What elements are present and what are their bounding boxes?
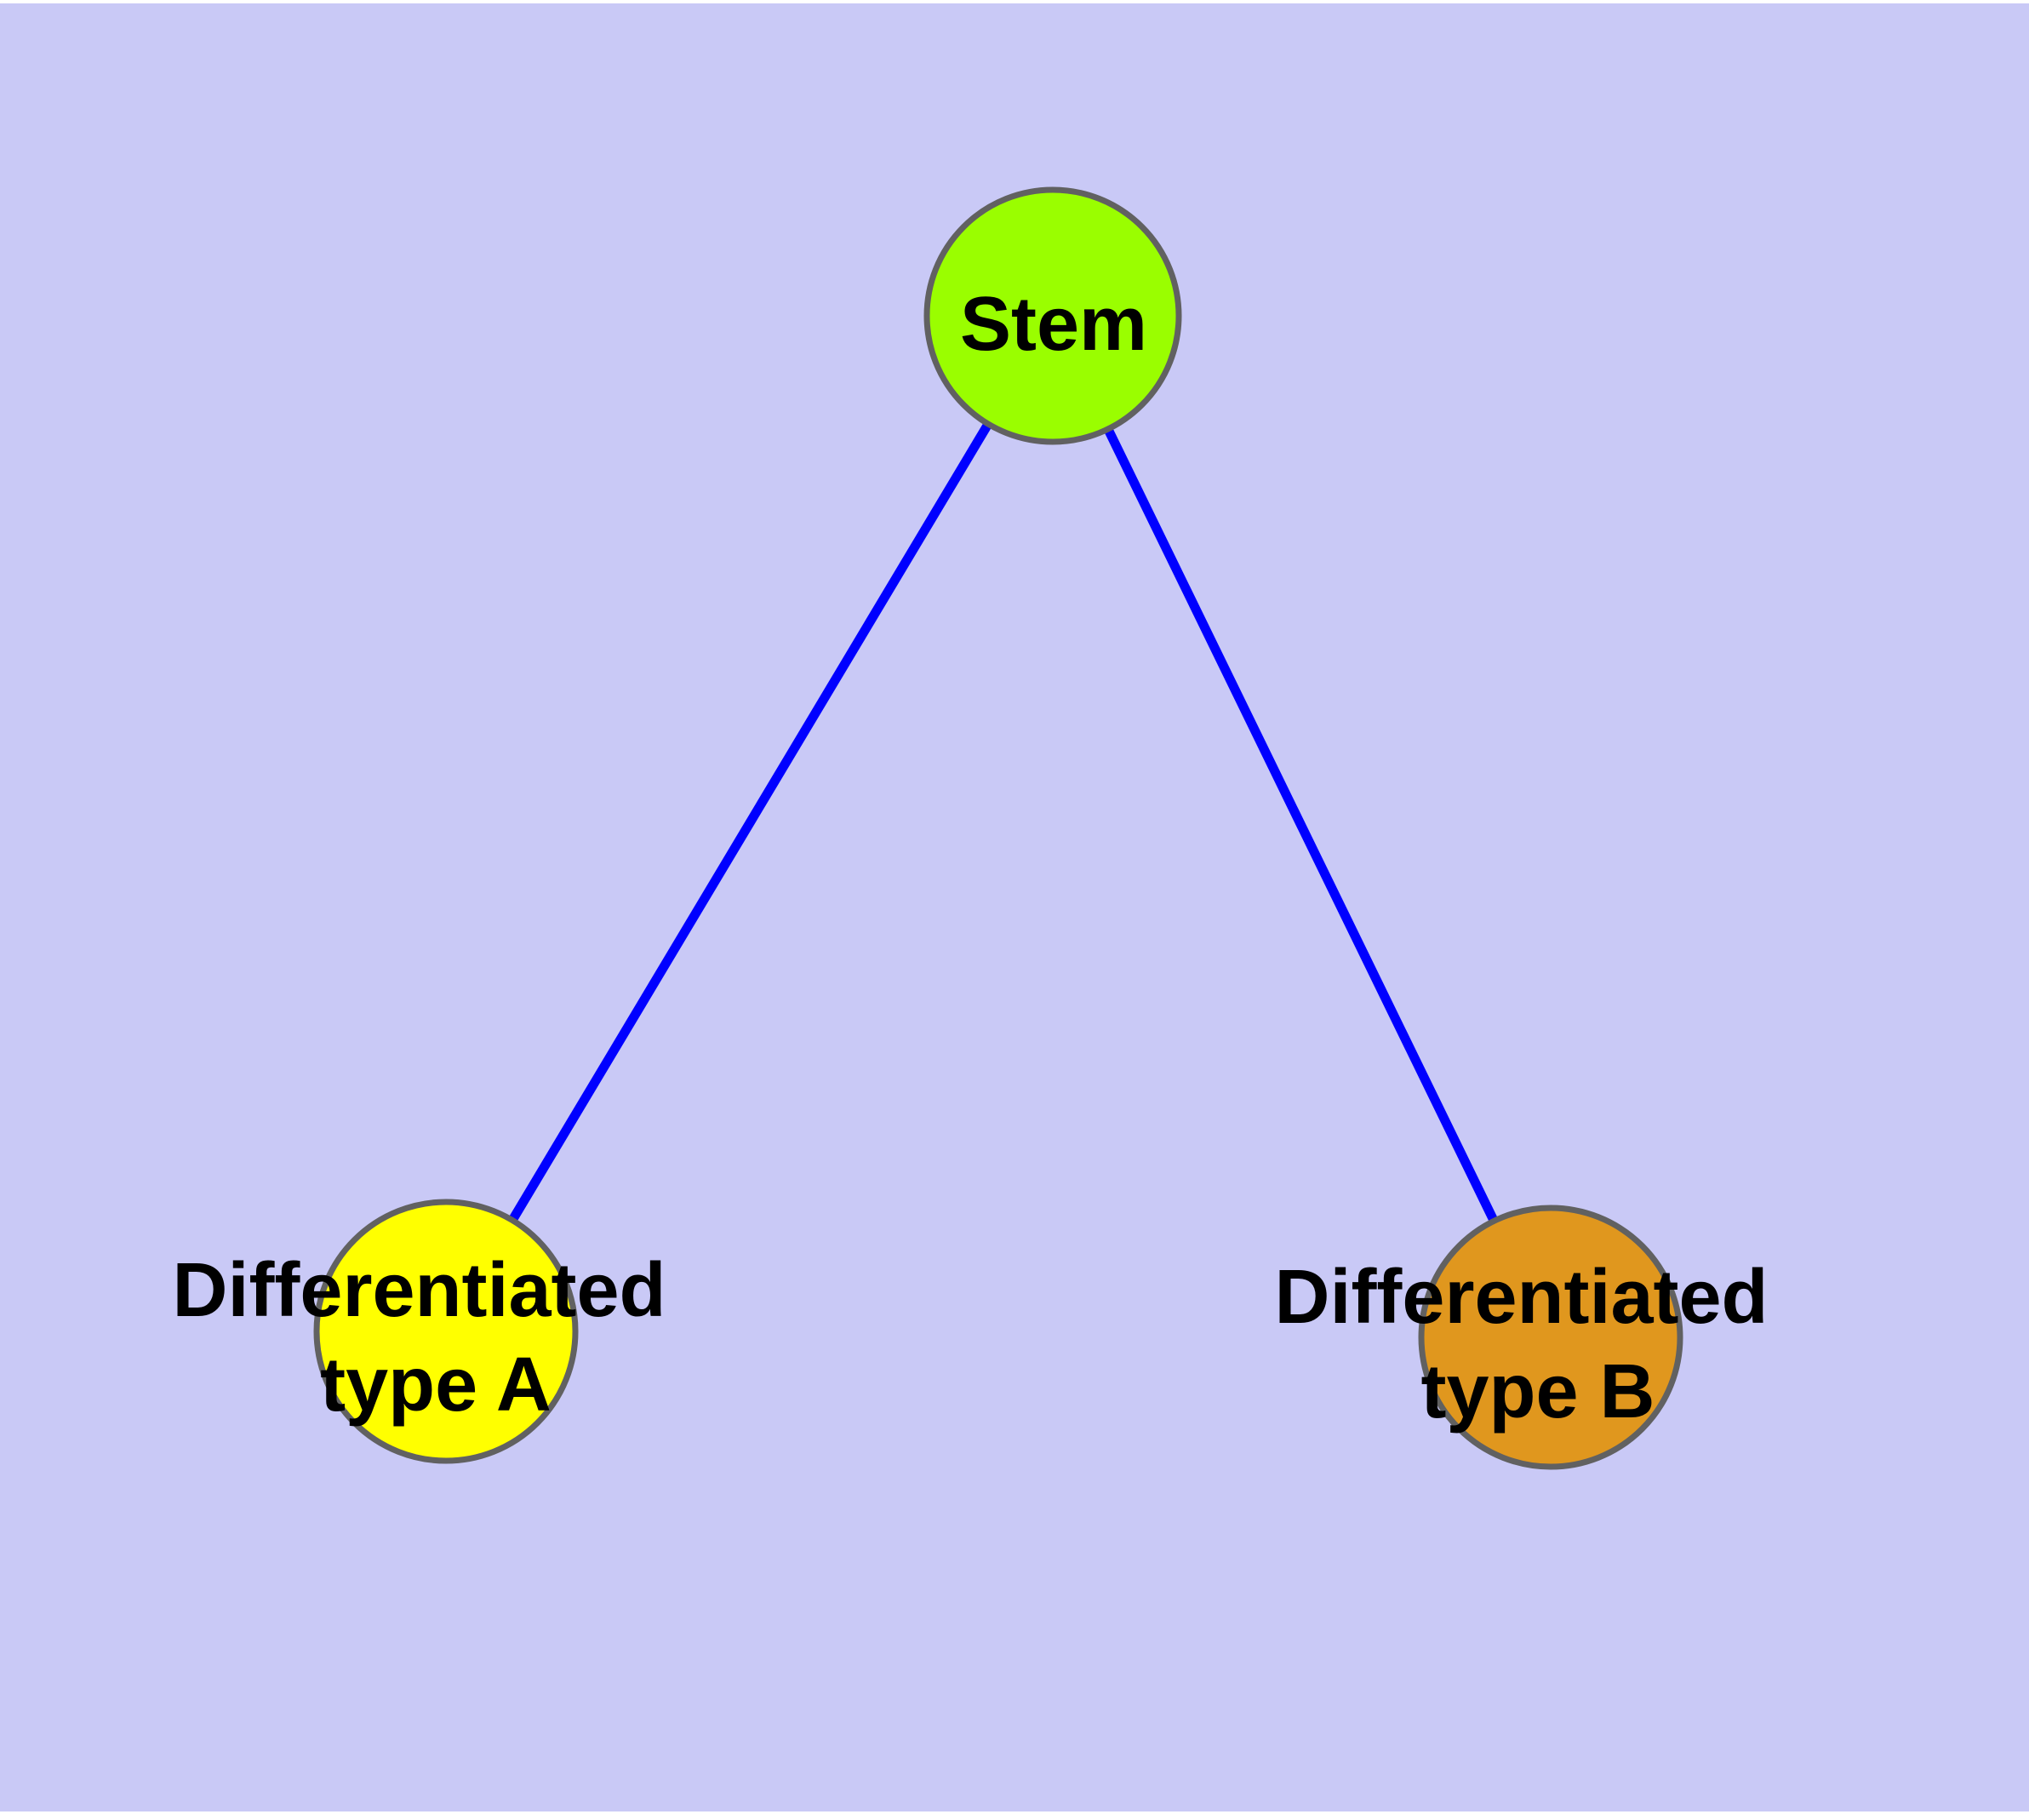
node-type-b-label: Differentiated type B bbox=[1274, 1255, 1789, 1434]
node-type-a-label-line2: type A bbox=[320, 1342, 552, 1428]
edge-stem-to-type-b bbox=[1049, 313, 1555, 1340]
node-type-a-label-line1: Differentiated bbox=[172, 1248, 666, 1333]
node-type-b-label-line2: type B bbox=[1420, 1349, 1655, 1434]
node-type-a-label: Differentiated type A bbox=[172, 1248, 687, 1428]
node-type-b-circle bbox=[1418, 1205, 1683, 1470]
node-type-a-circle bbox=[313, 1199, 579, 1464]
node-stem-circle bbox=[923, 186, 1182, 445]
node-stem-label: Stem bbox=[960, 282, 1147, 367]
node-type-b-label-line1: Differentiated bbox=[1274, 1255, 1768, 1340]
edge-stem-to-type-a bbox=[442, 313, 1057, 1334]
